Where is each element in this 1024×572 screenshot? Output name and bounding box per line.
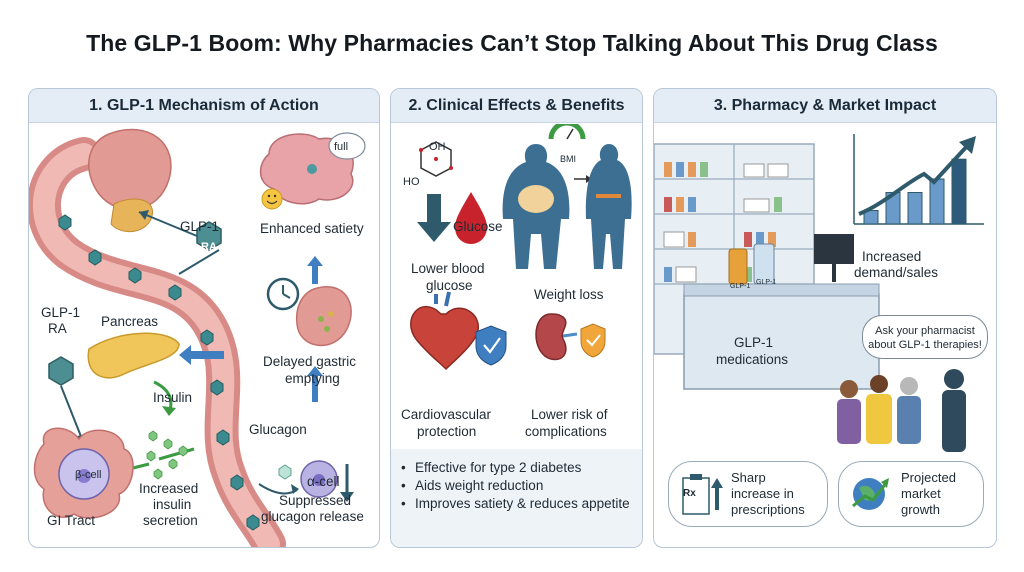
speech-text-2: about GLP-1 therapies! bbox=[868, 339, 982, 351]
clinical-illustration bbox=[391, 124, 642, 547]
medication-vial-icon bbox=[728, 248, 748, 285]
clipboard-icon bbox=[682, 474, 723, 515]
glucose-label: Glucose bbox=[453, 219, 503, 234]
glp1-medications-label-1: GLP-1 bbox=[734, 335, 774, 350]
rx-label: Rx bbox=[683, 488, 696, 499]
glp1-ra-label-top: GLP-1 bbox=[180, 219, 220, 234]
list-item: •Effective for type 2 diabetes bbox=[401, 460, 582, 475]
insulin-label: Insulin bbox=[153, 390, 193, 405]
box-label: GLP-1 bbox=[756, 279, 777, 286]
list-item: •Improves satiety & reduces appetite bbox=[401, 496, 630, 511]
gi-tract-label: GI Tract bbox=[47, 513, 96, 528]
market-bar bbox=[951, 158, 967, 225]
alpha-cell-label: α-cell bbox=[307, 474, 340, 489]
smiley-icon bbox=[261, 188, 283, 210]
bullet-text: Improves satiety & reduces appetite bbox=[415, 496, 630, 511]
delayed-gastric-label: Delayed gastric bbox=[263, 354, 357, 369]
lower-blood-label-1: Lower blood bbox=[411, 261, 485, 276]
market-bar bbox=[907, 192, 923, 225]
market-illustration bbox=[654, 134, 984, 452]
ra-label-left: RA bbox=[48, 321, 67, 336]
glp1-ra-label-left: GLP-1 bbox=[41, 305, 81, 320]
full-label: full bbox=[334, 141, 349, 153]
weight-loss-label: Weight loss bbox=[534, 287, 604, 302]
mechanism-illustration bbox=[29, 128, 366, 547]
sharp-label-2: increase in bbox=[731, 486, 794, 501]
projected-growth-card: Projected market growth bbox=[838, 461, 984, 527]
glucagon-label: Glucagon bbox=[249, 422, 307, 437]
oh-label-top: OH bbox=[429, 141, 446, 153]
projected-label-3: growth bbox=[901, 502, 941, 517]
enhanced-satiety-label: Enhanced satiety bbox=[260, 221, 364, 236]
heart-icon bbox=[410, 306, 479, 371]
cardio-label-1: Cardiovascular bbox=[401, 407, 492, 422]
stomach-icon bbox=[88, 128, 172, 211]
list-item: •Aids weight reduction bbox=[401, 478, 544, 493]
cardio-label-2: protection bbox=[417, 424, 477, 439]
market-bar bbox=[863, 210, 879, 225]
pharmacy-counter bbox=[683, 293, 880, 390]
bullet-text: Effective for type 2 diabetes bbox=[415, 460, 582, 475]
beta-cell-label: β-cell bbox=[75, 469, 102, 481]
lower-risk-label-2: complications bbox=[525, 424, 607, 439]
increased-demand-label-1: Increased bbox=[862, 249, 922, 264]
computer-monitor-icon bbox=[814, 234, 854, 264]
bullet-text: Aids weight reduction bbox=[415, 478, 544, 493]
panel-clinical-heading: 2. Clinical Effects & Benefits bbox=[391, 89, 642, 123]
pancreas-icon bbox=[87, 332, 180, 379]
lower-blood-label-2: glucose bbox=[426, 278, 473, 293]
speech-text-1: Ask your pharmacist bbox=[875, 325, 975, 337]
orange-shield-icon bbox=[580, 323, 606, 358]
bmi-label: BMI bbox=[560, 154, 577, 164]
ho-label: HO bbox=[403, 176, 420, 188]
down-arrow-icon bbox=[427, 194, 441, 224]
speech-bubble: Ask your pharmacist about GLP-1 therapie… bbox=[862, 315, 988, 359]
prescriptions-card: Rx Sharp increase in prescriptions bbox=[668, 461, 828, 527]
customers-group bbox=[837, 369, 966, 452]
vial-label: GLP-1 bbox=[730, 283, 751, 290]
small-stomach-icon bbox=[295, 286, 352, 346]
glp1-ra-hexagon-left bbox=[48, 356, 74, 386]
liver-icon bbox=[110, 198, 153, 233]
market-growth-chart bbox=[853, 134, 984, 225]
projected-label-1: Projected bbox=[901, 470, 956, 485]
body-after-icon bbox=[585, 144, 632, 269]
projected-label-2: market bbox=[901, 486, 941, 501]
glp1-ra-hexagon-top bbox=[196, 221, 222, 251]
panel-mechanism-heading: 1. GLP-1 Mechanism of Action bbox=[29, 89, 379, 123]
increased-label-2: insulin bbox=[153, 497, 192, 512]
kidney-icon bbox=[535, 313, 567, 361]
pancreas-label: Pancreas bbox=[101, 314, 159, 329]
shield-icon bbox=[475, 325, 507, 366]
increased-label-1: Increased bbox=[139, 481, 199, 496]
globe-growth-icon bbox=[852, 478, 889, 510]
emptying-label: emptying bbox=[285, 371, 340, 386]
glp1-medications-label-2: medications bbox=[716, 352, 789, 367]
benefits-list: •Effective for type 2 diabetes •Aids wei… bbox=[401, 459, 633, 513]
page-title: The GLP-1 Boom: Why Pharmacies Can’t Sto… bbox=[86, 30, 938, 56]
panel-market-heading: 3. Pharmacy & Market Impact bbox=[654, 89, 996, 123]
sharp-label-1: Sharp bbox=[731, 470, 766, 485]
market-bar bbox=[929, 178, 945, 225]
suppressed-label-1: Suppressed bbox=[279, 493, 352, 508]
panel-market: 3. Pharmacy & Market Impact bbox=[653, 88, 997, 548]
increased-demand-label-2: demand/sales bbox=[854, 265, 939, 280]
sharp-label-3: prescriptions bbox=[731, 502, 805, 517]
suppressed-label-2: glucagon release bbox=[261, 509, 364, 524]
panel-mechanism: 1. GLP-1 Mechanism of Action bbox=[28, 88, 380, 548]
ra-label-top: RA bbox=[201, 241, 217, 253]
blood-drop-icon bbox=[455, 192, 487, 244]
lower-risk-label-1: Lower risk of bbox=[531, 407, 608, 422]
thought-bubble bbox=[328, 132, 366, 160]
bmi-gauge-icon bbox=[548, 124, 586, 140]
panel-clinical: 2. Clinical Effects & Benefits bbox=[390, 88, 643, 548]
increased-label-3: secretion bbox=[143, 513, 198, 528]
